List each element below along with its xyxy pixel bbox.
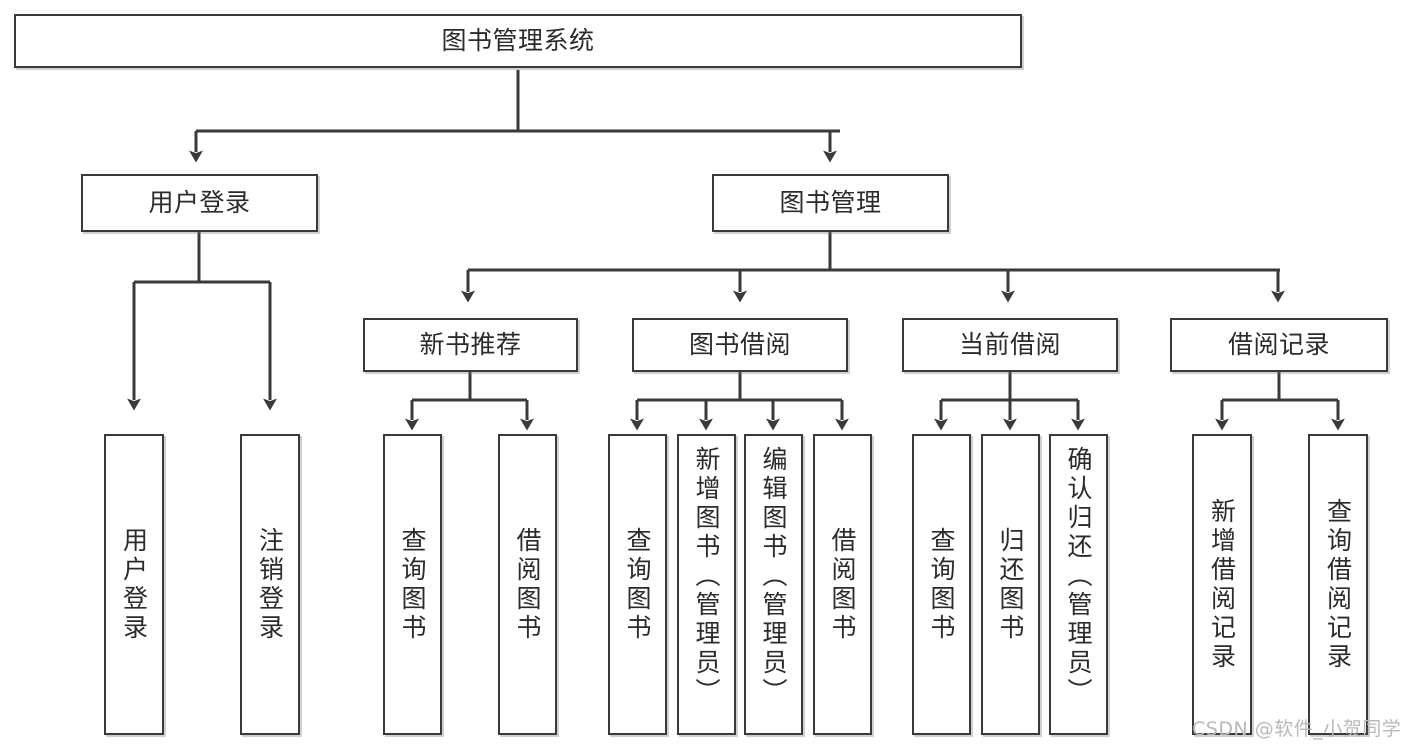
node-leaf-borrow-book-1[interactable]: 借阅图书 (498, 434, 557, 735)
node-leaf-query-book-2-label: 查询图书 (623, 526, 652, 643)
node-new-book-rec[interactable]: 新书推荐 (363, 318, 578, 372)
node-book-borrow[interactable]: 图书借阅 (632, 318, 848, 372)
node-leaf-return-book-label: 归还图书 (996, 526, 1025, 643)
node-leaf-query-book-2[interactable]: 查询图书 (608, 434, 667, 735)
node-leaf-query-record[interactable]: 查询借阅记录 (1308, 434, 1368, 735)
node-leaf-borrow-book-2-label: 借阅图书 (828, 526, 857, 643)
node-user-login[interactable]: 用户登录 (81, 174, 318, 232)
node-leaf-query-record-label: 查询借阅记录 (1323, 497, 1353, 672)
node-root-label: 图书管理系统 (441, 25, 595, 55)
node-borrow-record-label: 借阅记录 (1227, 329, 1330, 359)
node-leaf-edit-book-label: 编辑图书（管理员） (759, 446, 788, 707)
node-leaf-user-logout-label: 注销登录 (255, 526, 285, 643)
node-leaf-add-book[interactable]: 新增图书（管理员） (677, 434, 736, 735)
node-leaf-confirm-return[interactable]: 确认归还（管理员） (1049, 434, 1108, 735)
node-leaf-add-book-label: 新增图书（管理员） (692, 446, 721, 707)
node-leaf-add-record-label: 新增借阅记录 (1207, 497, 1237, 672)
node-book-manage-label: 图书管理 (779, 187, 882, 217)
node-current-borrow[interactable]: 当前借阅 (902, 318, 1118, 372)
node-new-book-rec-label: 新书推荐 (419, 329, 522, 359)
watermark-text: CSDN @软件_小贺同学 (1192, 718, 1402, 740)
node-leaf-return-book[interactable]: 归还图书 (981, 434, 1040, 735)
node-borrow-record[interactable]: 借阅记录 (1170, 318, 1388, 372)
node-leaf-user-login[interactable]: 用户登录 (104, 434, 164, 735)
node-leaf-confirm-return-label: 确认归还（管理员） (1064, 446, 1093, 707)
node-leaf-query-book-3-label: 查询图书 (927, 526, 956, 643)
node-current-borrow-label: 当前借阅 (958, 329, 1061, 359)
node-leaf-user-login-label: 用户登录 (119, 526, 149, 643)
node-leaf-edit-book[interactable]: 编辑图书（管理员） (744, 434, 803, 735)
node-book-manage[interactable]: 图书管理 (712, 174, 949, 232)
node-leaf-add-record[interactable]: 新增借阅记录 (1192, 434, 1252, 735)
node-user-login-label: 用户登录 (148, 187, 251, 217)
node-root[interactable]: 图书管理系统 (14, 14, 1022, 68)
node-leaf-query-book-1-label: 查询图书 (398, 526, 427, 643)
node-leaf-user-logout[interactable]: 注销登录 (240, 434, 300, 735)
node-book-borrow-label: 图书借阅 (688, 329, 791, 359)
node-leaf-query-book-1[interactable]: 查询图书 (383, 434, 442, 735)
node-leaf-borrow-book-1-label: 借阅图书 (513, 526, 542, 643)
node-leaf-borrow-book-2[interactable]: 借阅图书 (813, 434, 872, 735)
node-leaf-query-book-3[interactable]: 查询图书 (912, 434, 971, 735)
